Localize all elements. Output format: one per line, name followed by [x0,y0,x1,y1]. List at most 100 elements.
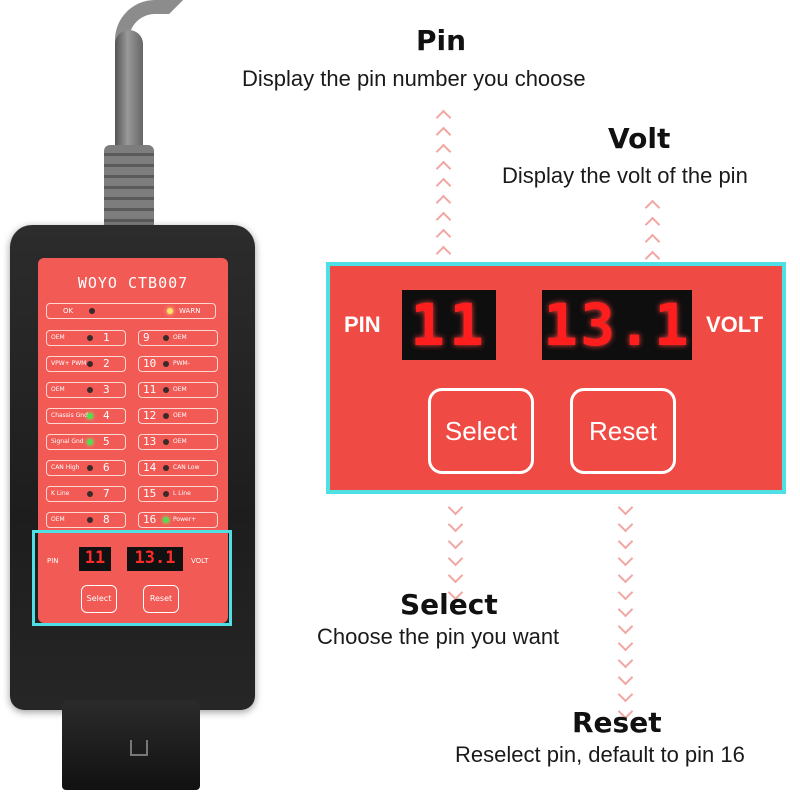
pin-led [163,335,169,341]
obd-connector [62,700,200,790]
pin-led [163,439,169,445]
pin-number: 5 [103,435,110,448]
pin-label: VPW+ PWM+ [51,360,92,367]
connector-latch [130,740,148,756]
pin-number: 12 [143,409,157,422]
pin-row-1: OEM 1 [46,330,126,346]
pin-row-15: L Line 15 [138,486,218,502]
pin-row-8: OEM 8 [46,512,126,528]
reset-arrow-down [610,499,640,723]
reset-button[interactable]: Reset [570,388,676,474]
ok-led [89,308,95,314]
pin-row-9: OEM 9 [138,330,218,346]
pin-row-10: PWM- 10 [138,356,218,372]
pin-label: OEM [173,412,187,419]
small-select-button[interactable]: Select [81,585,117,613]
volt-display: 13.1 [542,290,692,360]
warn-label: WARN [179,307,201,315]
pin-led [87,413,93,419]
device-display-panel: PIN 11 13.1 VOLT Select Reset [32,530,232,626]
small-pin-display: 11 [79,547,111,571]
pin-label: Signal Gnd [51,438,84,445]
pin-led [87,387,93,393]
pin-row-12: OEM 12 [138,408,218,424]
pin-label: CAN High [51,464,80,471]
small-reset-button[interactable]: Reset [143,585,179,613]
pin-led [163,491,169,497]
pin-label: OEM [173,438,187,445]
pin-label: OEM [173,386,187,393]
pin-number: 7 [103,487,110,500]
pin-number: 8 [103,513,110,526]
reset-caption-desc: Reselect pin, default to pin 16 [455,742,745,767]
small-volt-display: 13.1 [127,547,183,571]
pin-led [163,387,169,393]
pin-row-6: CAN High 6 [46,460,126,476]
pin-label: OEM [51,334,65,341]
pin-caption-title: Pin [416,24,467,57]
cable [115,30,143,160]
select-button[interactable]: Select [428,388,534,474]
pin-led [163,465,169,471]
pin-row-16: Power+ 16 [138,512,218,528]
pin-led [87,517,93,523]
pin-led [163,517,169,523]
pin-number: 13 [143,435,157,448]
volt-label: VOLT [706,312,764,337]
pin-label: OEM [51,516,65,523]
pin-number: 6 [103,461,110,474]
small-pin-label: PIN [47,557,59,565]
volt-arrow-up [637,199,667,270]
pin-number: 9 [143,331,150,344]
pin-led [87,491,93,497]
pin-number: 14 [143,461,157,474]
pin-number: 3 [103,383,110,396]
pin-label: OEM [173,334,187,341]
pin-label: PIN [344,312,381,337]
zoomed-display-panel: PIN 11 13.1 VOLT Select Reset [326,262,786,494]
pin-label: Chassis Gnd [51,412,88,419]
pin-number: 1 [103,331,110,344]
pin-caption-desc: Display the pin number you choose [242,66,586,91]
pin-led [87,465,93,471]
pin-row-14: CAN Low 14 [138,460,218,476]
pin-row-3: OEM 3 [46,382,126,398]
reset-caption-title: Reset [572,706,662,739]
pin-led [163,361,169,367]
pin-led [87,335,93,341]
pin-row-11: OEM 11 [138,382,218,398]
pin-arrow-up [428,109,458,265]
pin-row-4: Chassis Gnd 4 [46,408,126,424]
pin-label: PWM- [173,360,190,367]
status-row: OK WARN [46,303,216,319]
pin-number: 4 [103,409,110,422]
pin-number: 11 [143,383,157,396]
pin-row-2: VPW+ PWM+ 2 [46,356,126,372]
pin-display: 11 [402,290,496,360]
pin-label: Power+ [173,516,197,523]
pin-number: 2 [103,357,110,370]
select-caption-title: Select [400,588,498,621]
pin-led [163,413,169,419]
small-volt-label: VOLT [191,557,209,565]
pin-row-5: Signal Gnd 5 [46,434,126,450]
device-brand: WOYO CTB007 [77,274,189,292]
pin-row-7: K Line 7 [46,486,126,502]
pin-label: K Line [51,490,70,497]
select-caption-desc: Choose the pin you want [317,624,560,649]
pin-label: L Line [173,490,191,497]
pin-number: 16 [143,513,157,526]
pin-label: OEM [51,386,65,393]
volt-caption-title: Volt [608,122,671,155]
warn-led [167,308,173,314]
pin-led [87,361,93,367]
ok-label: OK [63,307,74,315]
cable-strain-relief [104,145,154,230]
pin-label: CAN Low [173,464,200,471]
pin-number: 10 [143,357,157,370]
volt-caption-desc: Display the volt of the pin [502,163,748,188]
pin-number: 15 [143,487,157,500]
pin-led [87,439,93,445]
pin-row-13: OEM 13 [138,434,218,450]
